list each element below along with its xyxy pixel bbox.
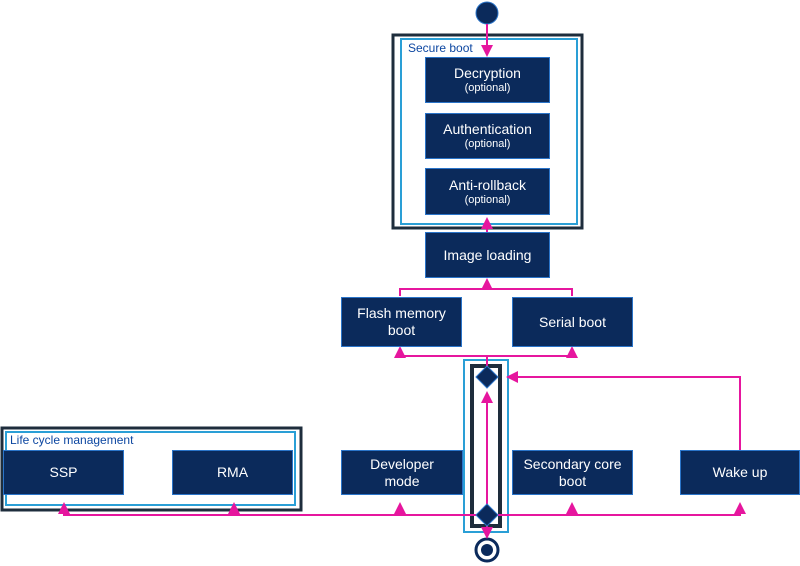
decision-diamond-top xyxy=(475,365,499,389)
rma-box: RMA xyxy=(172,450,293,495)
decision-diamond-bottom xyxy=(475,503,499,527)
secure-boot-label: Secure boot xyxy=(408,41,473,55)
image-loading-box: Image loading xyxy=(425,232,550,278)
connector-boot-merge xyxy=(399,288,573,296)
end-node xyxy=(474,537,500,563)
connector-wakeup-loop xyxy=(506,371,741,450)
developer-mode-box: Developer mode xyxy=(341,450,463,495)
developer-mode-label: Developer mode xyxy=(370,455,434,489)
end-node-core xyxy=(481,544,493,556)
decryption-box: Decryption (optional) xyxy=(425,57,550,103)
wake-up-box: Wake up xyxy=(680,450,800,495)
authentication-box: Authentication (optional) xyxy=(425,113,550,159)
serial-boot-label: Serial boot xyxy=(539,313,606,330)
anti-rollback-sub: (optional) xyxy=(464,193,511,206)
authentication-label: Authentication xyxy=(443,121,532,137)
wake-up-label: Wake up xyxy=(712,464,768,480)
secondary-core-boot-label: Secondary core boot xyxy=(523,455,622,489)
connector-decision-boot-split xyxy=(399,348,573,357)
anti-rollback-label: Anti-rollback xyxy=(448,176,527,193)
decryption-sub: (optional) xyxy=(464,82,511,94)
decryption-label: Decryption xyxy=(454,65,521,81)
image-loading-label: Image loading xyxy=(443,246,532,263)
lifecycle-frame-outer xyxy=(0,426,303,512)
flash-memory-boot-label: Flash memory boot xyxy=(357,305,446,338)
lifecycle-label: Life cycle management xyxy=(10,433,134,447)
serial-boot-box: Serial boot xyxy=(512,297,633,347)
flash-memory-boot-box: Flash memory boot xyxy=(341,297,462,347)
secondary-core-boot-box: Secondary core boot xyxy=(512,450,633,495)
anti-rollback-box: Anti-rollback (optional) xyxy=(425,168,550,215)
start-node xyxy=(475,1,499,25)
ssp-label: SSP xyxy=(49,464,78,480)
authentication-sub: (optional) xyxy=(464,138,511,150)
ssp-box: SSP xyxy=(3,450,124,495)
rma-label: RMA xyxy=(216,464,249,480)
